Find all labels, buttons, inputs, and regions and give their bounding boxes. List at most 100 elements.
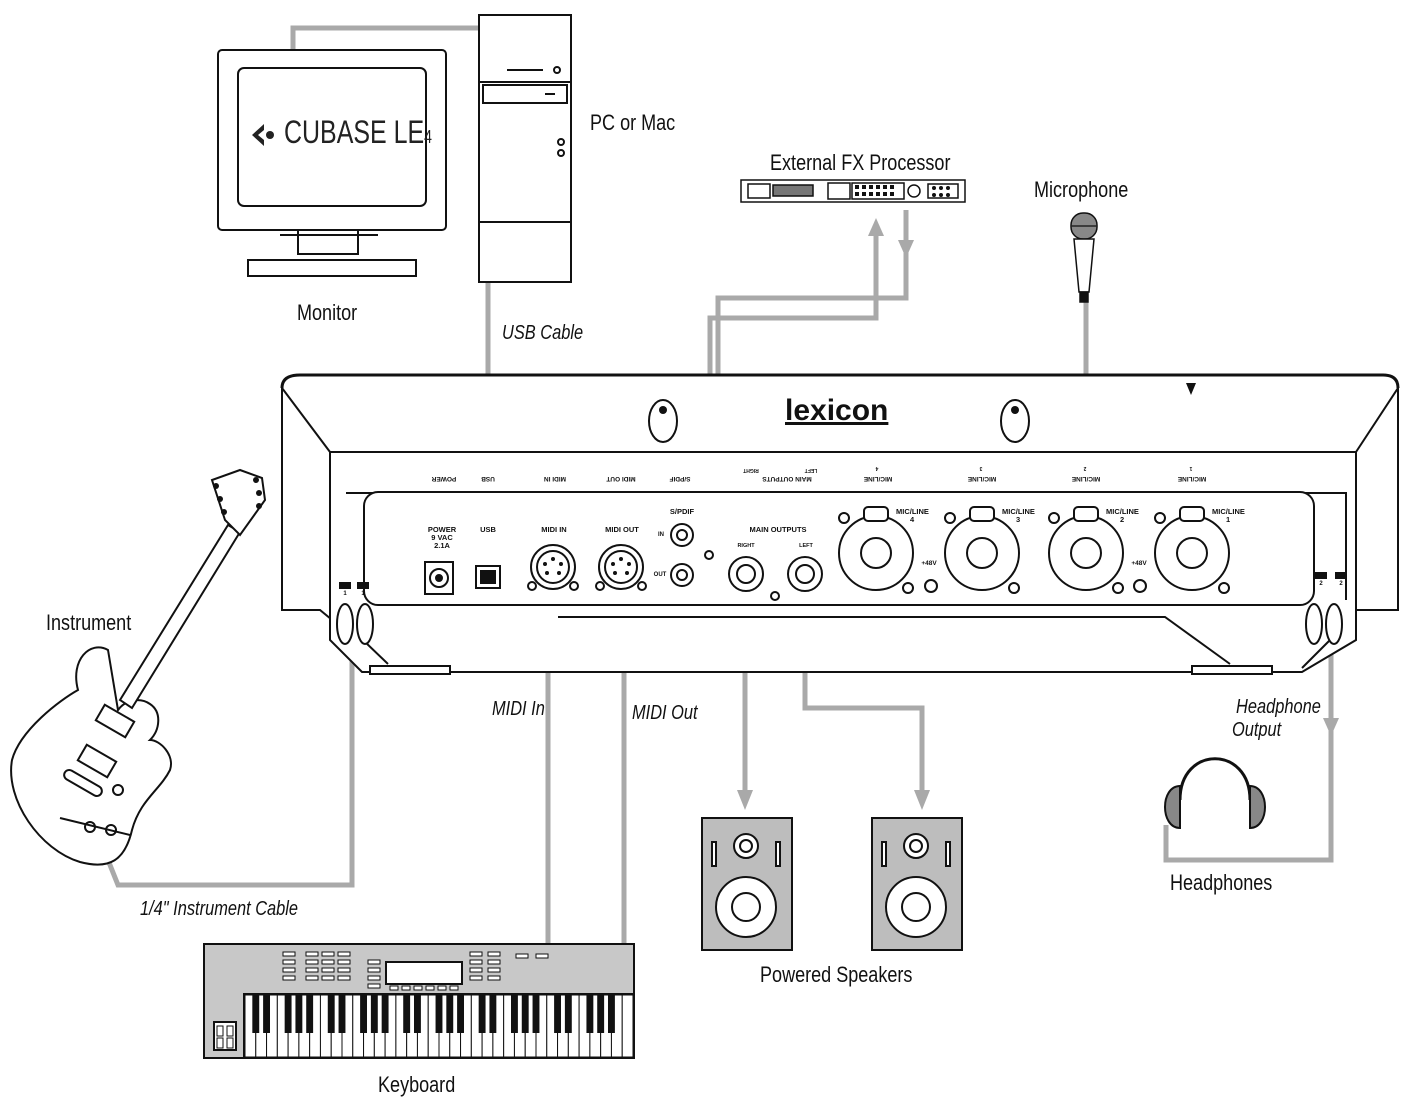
top-n3-label: 3: [979, 465, 983, 471]
guitar: [10, 468, 267, 866]
panel-right-label: RIGHT: [737, 543, 755, 549]
top-mic4-label: MIC/LINE: [863, 475, 893, 482]
panel-midi-out-label: MIDI OUT: [605, 525, 639, 534]
black-key: [597, 995, 605, 1033]
combo-jack-3: [944, 506, 1020, 594]
microphone-label: Microphone: [1034, 177, 1129, 202]
panel-phantom-a: +48V: [921, 560, 937, 567]
software-name: CUBASE LE: [284, 114, 425, 150]
keyboard-black-keys: [252, 995, 615, 1033]
pc-label: PC or Mac: [590, 110, 676, 135]
instrument-cable-label: 1/4" Instrument Cable: [140, 898, 299, 920]
speaker-left: [871, 817, 963, 951]
panel-midi-in-label: MIDI IN: [541, 525, 567, 534]
black-key: [478, 995, 486, 1033]
left-headphone-jacks: [336, 582, 374, 645]
combo-jack-1: [1154, 506, 1230, 594]
right-speaker-arrow: [737, 790, 753, 810]
right-hp-2-label: 2: [1339, 581, 1343, 587]
powered-speakers-label: Powered Speakers: [760, 962, 913, 987]
left-hp-1-label: 1: [343, 591, 347, 597]
panel-spdif-label: S/PDIF: [669, 507, 695, 516]
headphones-label: Headphones: [1170, 870, 1273, 895]
black-key: [295, 995, 303, 1033]
black-key: [338, 995, 346, 1033]
top-n4-label: 4: [875, 465, 879, 471]
top-mic2-label: MIC/LINE: [1071, 475, 1101, 482]
white-key: [621, 994, 634, 1058]
keyboard-white-keys: [244, 994, 634, 1058]
usb-port: [475, 565, 501, 589]
black-key: [327, 995, 335, 1033]
usb-cable-label: USB Cable: [502, 322, 584, 344]
black-key: [370, 995, 378, 1033]
phantom-buttons: [924, 579, 1147, 593]
black-key: [510, 995, 518, 1033]
top-n2-label: 2: [1083, 465, 1087, 471]
black-key: [457, 995, 465, 1033]
top-right-label: RIGHT: [743, 467, 759, 473]
keyboard-label: Keyboard: [378, 1072, 456, 1097]
top-mic3-label: MIC/LINE: [967, 475, 997, 482]
software-version: 4: [424, 127, 432, 147]
cubase-title: CUBASE LE4: [284, 114, 432, 151]
black-key: [263, 995, 271, 1033]
midi-out-label: MIDI Out: [632, 702, 698, 724]
headphone-output-label-1: Headphone: [1236, 696, 1321, 718]
monitor: [217, 49, 447, 277]
left-hp-2-label: 1: [361, 591, 365, 597]
microphone: [1070, 212, 1098, 303]
midi-in-label: MIDI In: [492, 698, 545, 720]
black-key: [360, 995, 368, 1033]
power-jack: [424, 561, 454, 595]
spdif-jacks: [670, 523, 714, 587]
black-key: [521, 995, 529, 1033]
oval-hole-icons: [659, 406, 1019, 414]
black-key: [381, 995, 389, 1033]
black-key: [306, 995, 314, 1033]
black-key: [403, 995, 411, 1033]
instrument-label: Instrument: [46, 610, 132, 635]
black-key: [554, 995, 562, 1033]
panel-spdif-in-label: IN: [658, 532, 664, 538]
black-key: [252, 995, 260, 1033]
midi-out-port: [595, 544, 647, 591]
headphones: [1164, 757, 1266, 830]
right-headphone-jacks: [1305, 572, 1347, 645]
monitor-pc-cable: [290, 25, 480, 50]
midi-pins: [543, 557, 631, 575]
cubase-logo-icon: [252, 124, 274, 146]
black-key: [435, 995, 443, 1033]
combo-jack-4: [838, 506, 914, 594]
headphone-out-arrow: [1323, 718, 1339, 736]
black-key: [413, 995, 421, 1033]
keyboard-buttons: [216, 951, 549, 1049]
fx-processor-buttons: [855, 185, 950, 197]
panel-phantom-b: +48V: [1131, 560, 1147, 567]
right-hp-1-label: 2: [1319, 581, 1323, 587]
fx-processor: [740, 179, 966, 203]
monitor-label: Monitor: [297, 300, 358, 325]
top-main-label: MAIN OUTPUTS: [762, 475, 812, 482]
top-left-label: LEFT: [804, 467, 818, 473]
headphone-output-label-2: Output: [1232, 719, 1282, 741]
top-spdif-label: S/PDIF: [669, 475, 691, 482]
black-key: [489, 995, 497, 1033]
black-key: [532, 995, 540, 1033]
pc-tower: [478, 14, 572, 283]
black-key: [446, 995, 454, 1033]
guitar-tuners: [213, 477, 262, 515]
cable-arrows: [737, 218, 1339, 810]
instrument-cable: [105, 640, 355, 888]
panel-left-label: LEFT: [799, 543, 813, 549]
top-n1-label: 1: [1189, 465, 1193, 471]
black-key: [284, 995, 292, 1033]
fx-label: External FX Processor: [770, 150, 951, 175]
black-key: [586, 995, 594, 1033]
